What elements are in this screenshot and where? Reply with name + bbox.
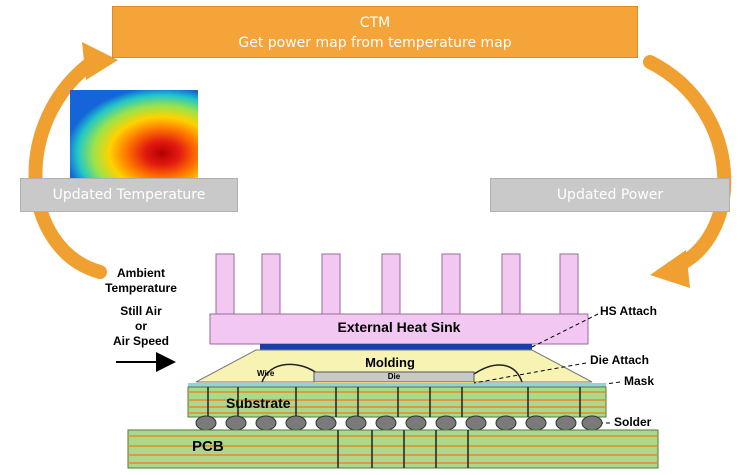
molding: [195, 349, 593, 383]
substrate-traces: [188, 391, 606, 414]
hs-attach-layer: [260, 344, 532, 350]
ambient-line-2: Temperature: [105, 281, 177, 295]
updated-power-label: Updated Power: [490, 178, 730, 212]
molding-label: Molding: [365, 355, 415, 370]
right-loop-arrow: [643, 55, 732, 288]
ambient-conditions: Ambient Temperature Still Air or Air Spe…: [96, 266, 186, 349]
substrate-label: Substrate: [226, 395, 291, 411]
heat-sink-label: External Heat Sink: [337, 319, 461, 335]
heat-sink-base: [209, 313, 589, 345]
wire-label: Wire: [257, 369, 275, 378]
ambient-line-3: Still Air: [120, 304, 162, 318]
wire-left: [261, 363, 319, 383]
temperature-map-image: [70, 90, 198, 178]
ctm-title: CTM: [359, 15, 391, 31]
hs-attach-callout: HS Attach: [600, 304, 657, 318]
die-label: Die: [387, 372, 401, 381]
updated-temperature-label: Updated Temperature: [20, 178, 238, 212]
wire-right: [473, 364, 523, 383]
ambient-line-1: Ambient: [117, 266, 165, 280]
mask-callout: Mask: [624, 374, 655, 388]
ambient-line-4: or: [135, 319, 147, 333]
die-attach-callout: Die Attach: [590, 353, 649, 367]
ambient-line-5: Air Speed: [112, 334, 169, 348]
solder-callout: Solder: [614, 415, 652, 429]
heat-sink-fins: [215, 253, 579, 317]
mask-layer: [188, 383, 606, 387]
callout-leaders: [473, 313, 621, 424]
pcb-vias: [337, 430, 469, 468]
ctm-box: CTM Get power map from temperature map: [112, 6, 638, 58]
ctm-subtitle: Get power map from temperature map: [238, 35, 512, 51]
solder-balls: [195, 415, 603, 431]
pcb-traces: [128, 435, 658, 464]
pcb-label: PCB: [192, 438, 224, 455]
substrate-vias: [207, 387, 581, 417]
